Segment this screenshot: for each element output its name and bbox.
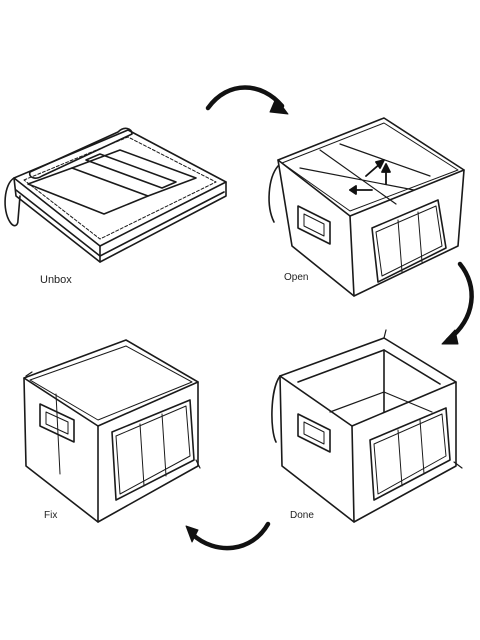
- arrow-open-to-done: [441, 261, 474, 345]
- step-label-fix: Fix: [44, 510, 58, 521]
- step-label-open: Open: [284, 272, 309, 283]
- finished-open-box-illustration: [271, 329, 463, 523]
- arrow-unbox-to-open: [205, 85, 289, 115]
- closed-box-illustration: [23, 339, 201, 523]
- opening-box-illustration: [268, 117, 465, 297]
- step-label-unbox: Unbox: [40, 274, 72, 286]
- folded-box-illustration: [4, 127, 227, 263]
- step-label-done: Done: [290, 510, 314, 521]
- arrow-done-to-fix: [185, 521, 271, 551]
